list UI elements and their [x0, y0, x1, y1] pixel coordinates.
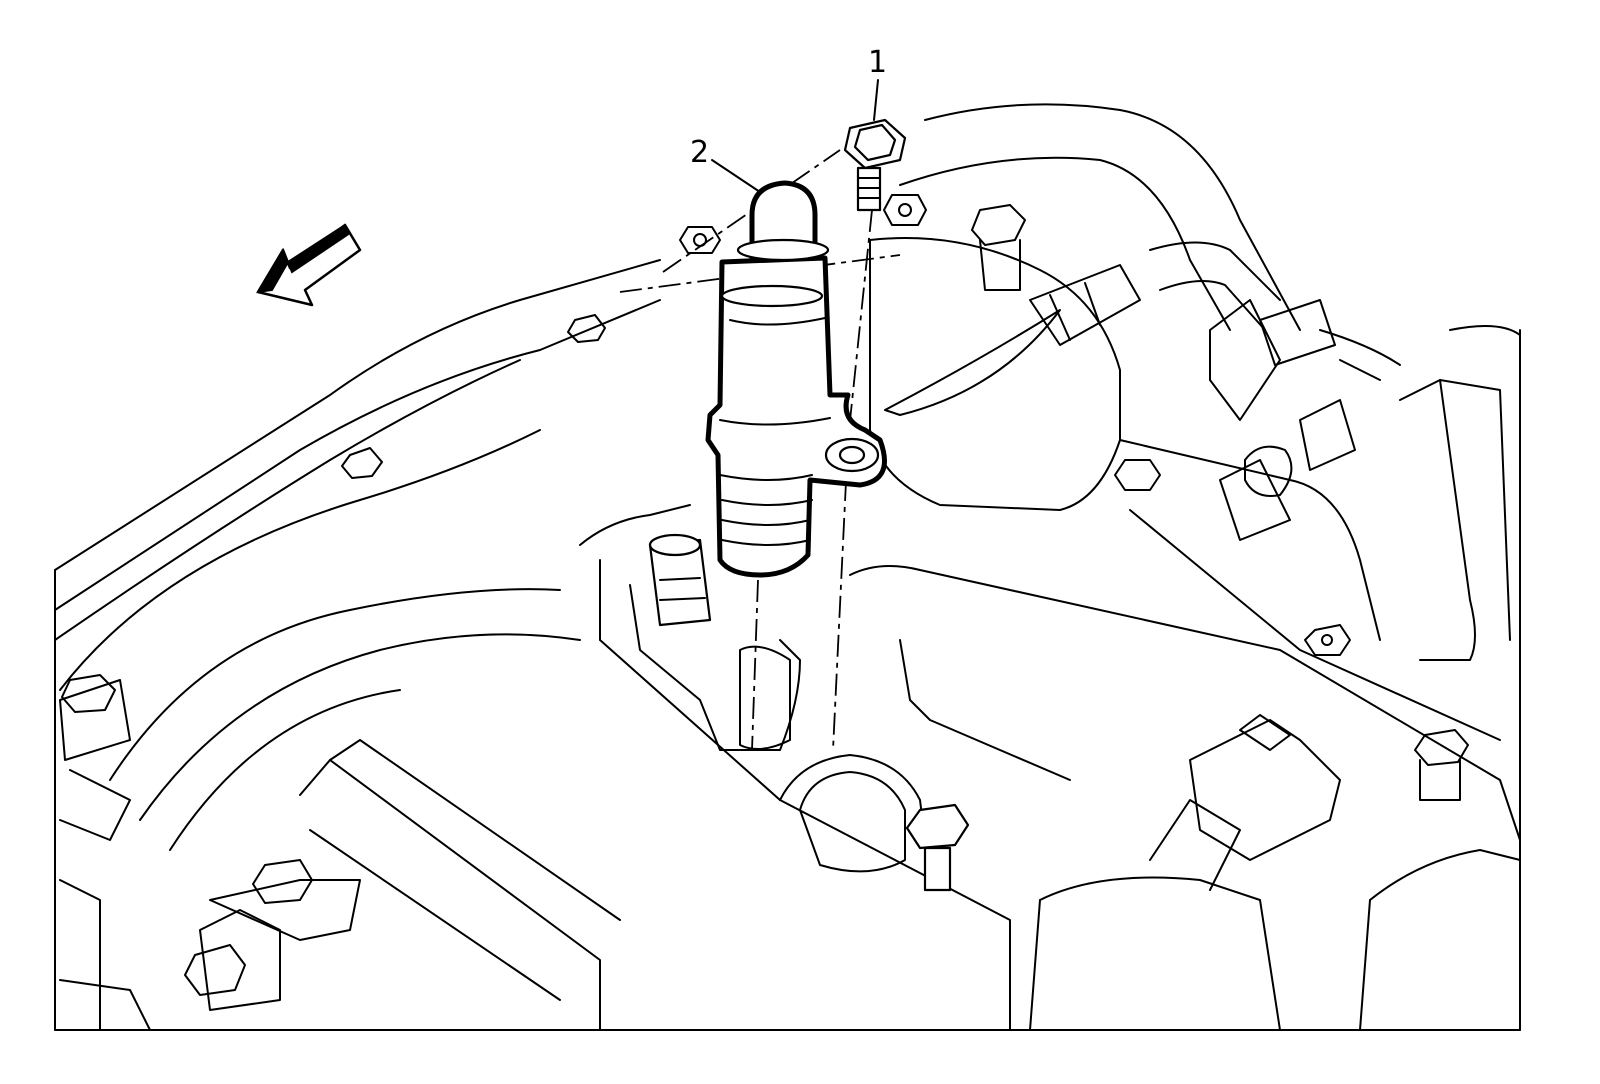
callout-2: 2 — [690, 135, 761, 193]
callout-label-1: 1 — [868, 45, 887, 80]
callout-1: 1 — [868, 45, 887, 121]
bolt-part-1[interactable] — [843, 118, 907, 212]
solenoid-valve-part-2[interactable] — [705, 180, 887, 578]
sensor-connector-icon — [648, 533, 712, 627]
front-direction-arrow-icon — [256, 223, 362, 307]
lower-bolt-icon — [905, 803, 970, 892]
engine-background — [54, 103, 1521, 1031]
callout-label-2: 2 — [690, 135, 709, 170]
